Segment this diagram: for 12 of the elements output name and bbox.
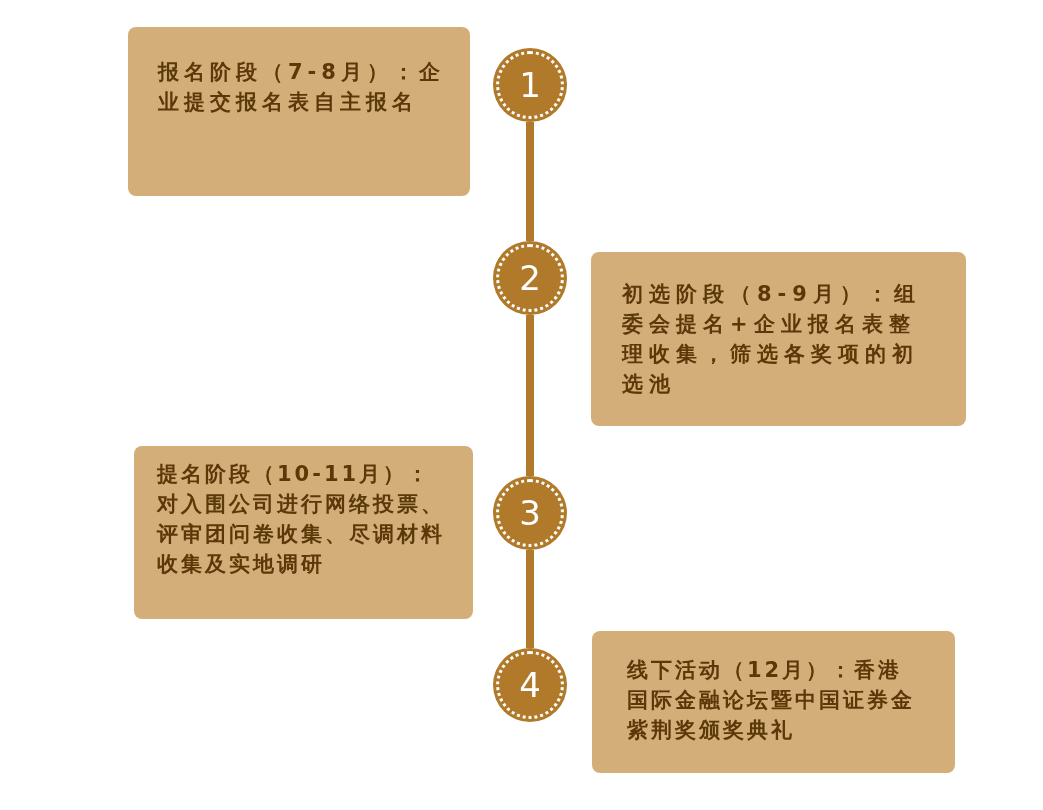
stage-box xyxy=(134,446,473,619)
stage-description: 提名阶段（10-11月）：对入围公司进行网络投票、评审团问卷收集、尽调材料收集及实地调研 xyxy=(157,461,446,578)
stage-box xyxy=(128,27,470,196)
stage-box xyxy=(591,252,966,426)
step-number-circle: 3 xyxy=(496,479,564,547)
stage-box xyxy=(592,631,955,773)
step-number-circle: 4 xyxy=(496,651,564,719)
stage-description: 报名阶段（7-8月）：企业提交报名表自主报名 xyxy=(158,59,446,116)
step-number-circle: 1 xyxy=(496,51,564,119)
stage-description: 线下活动（12月）：香港国际金融论坛暨中国证券金紫荆奖颁奖典礼 xyxy=(627,657,916,744)
stage-description: 初选阶段（8-9月）：组委会提名+企业报名表整理收集，筛选各奖项的初选池 xyxy=(622,281,922,398)
step-number-circle: 2 xyxy=(496,244,564,312)
